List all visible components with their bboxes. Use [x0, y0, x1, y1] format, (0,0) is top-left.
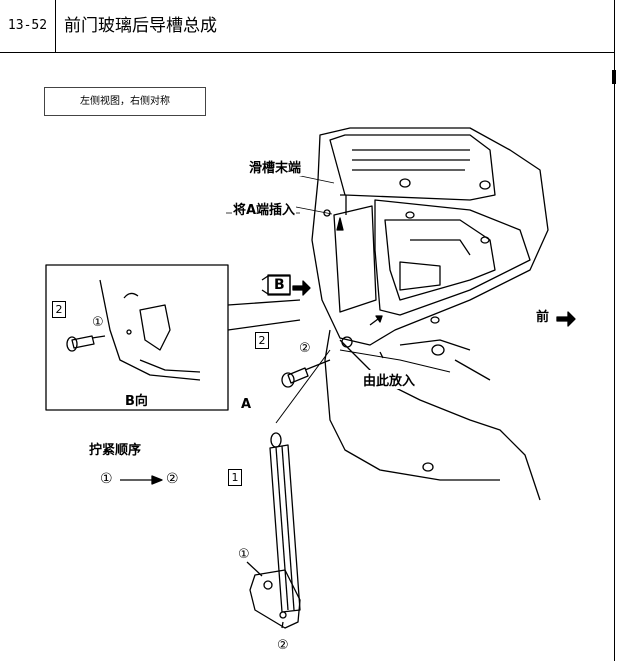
bolt-step-2: ② — [299, 341, 311, 356]
view-b-inset — [45, 264, 229, 411]
lower-bracket — [249, 569, 301, 629]
page-title: 前门玻璃后导槽总成 — [64, 16, 217, 36]
bracket-step-1: ① — [238, 547, 250, 562]
inset-step-1: ① — [92, 315, 104, 330]
tighten-order-label: 拧紧顺序 — [88, 439, 143, 458]
part-2-tag: 2 — [255, 332, 269, 349]
door-illustration — [45, 127, 576, 629]
front-arrow — [556, 311, 576, 327]
door-lower-body — [324, 329, 541, 501]
right-border — [614, 0, 615, 661]
door-upper-panel — [329, 134, 496, 201]
front-label: 前 — [535, 306, 551, 325]
page-header: 13-52 前门玻璃后导槽总成 — [0, 0, 614, 53]
door-inner-panel — [374, 199, 531, 316]
channel-end-label: 滑槽末端 — [248, 157, 303, 176]
part-1-tag: 1 — [228, 469, 242, 486]
order-from: ① — [100, 471, 113, 487]
view-b-letter: B — [274, 277, 285, 293]
view-b-arrow — [292, 280, 311, 296]
assembly-drawing: 滑槽末端 将A端插入 由此放入 前 B B向 A 拧紧顺序 ① ② 2 ① 2 … — [0, 53, 614, 661]
view-b-leader — [227, 299, 301, 331]
inset-bolt — [71, 335, 95, 349]
rear-channel — [269, 444, 301, 613]
order-to: ② — [166, 471, 179, 487]
end-a-hole — [270, 432, 282, 448]
put-here-label: 由此放入 — [362, 370, 417, 389]
bolt-2 — [287, 367, 309, 384]
page-edge-marker — [612, 70, 616, 84]
page-number: 13-52 — [0, 0, 56, 52]
inset-part-2-tag: 2 — [52, 301, 66, 318]
view-note: 左侧视图，右侧对称 — [44, 87, 206, 116]
bracket-step-2: ② — [277, 638, 289, 653]
end-a-label: A — [241, 397, 252, 412]
door-frame-outline — [311, 127, 549, 346]
insert-a-label: 将A端插入 — [232, 199, 297, 218]
view-b-label: B向 — [124, 390, 149, 409]
rear-channel-block — [333, 205, 377, 313]
